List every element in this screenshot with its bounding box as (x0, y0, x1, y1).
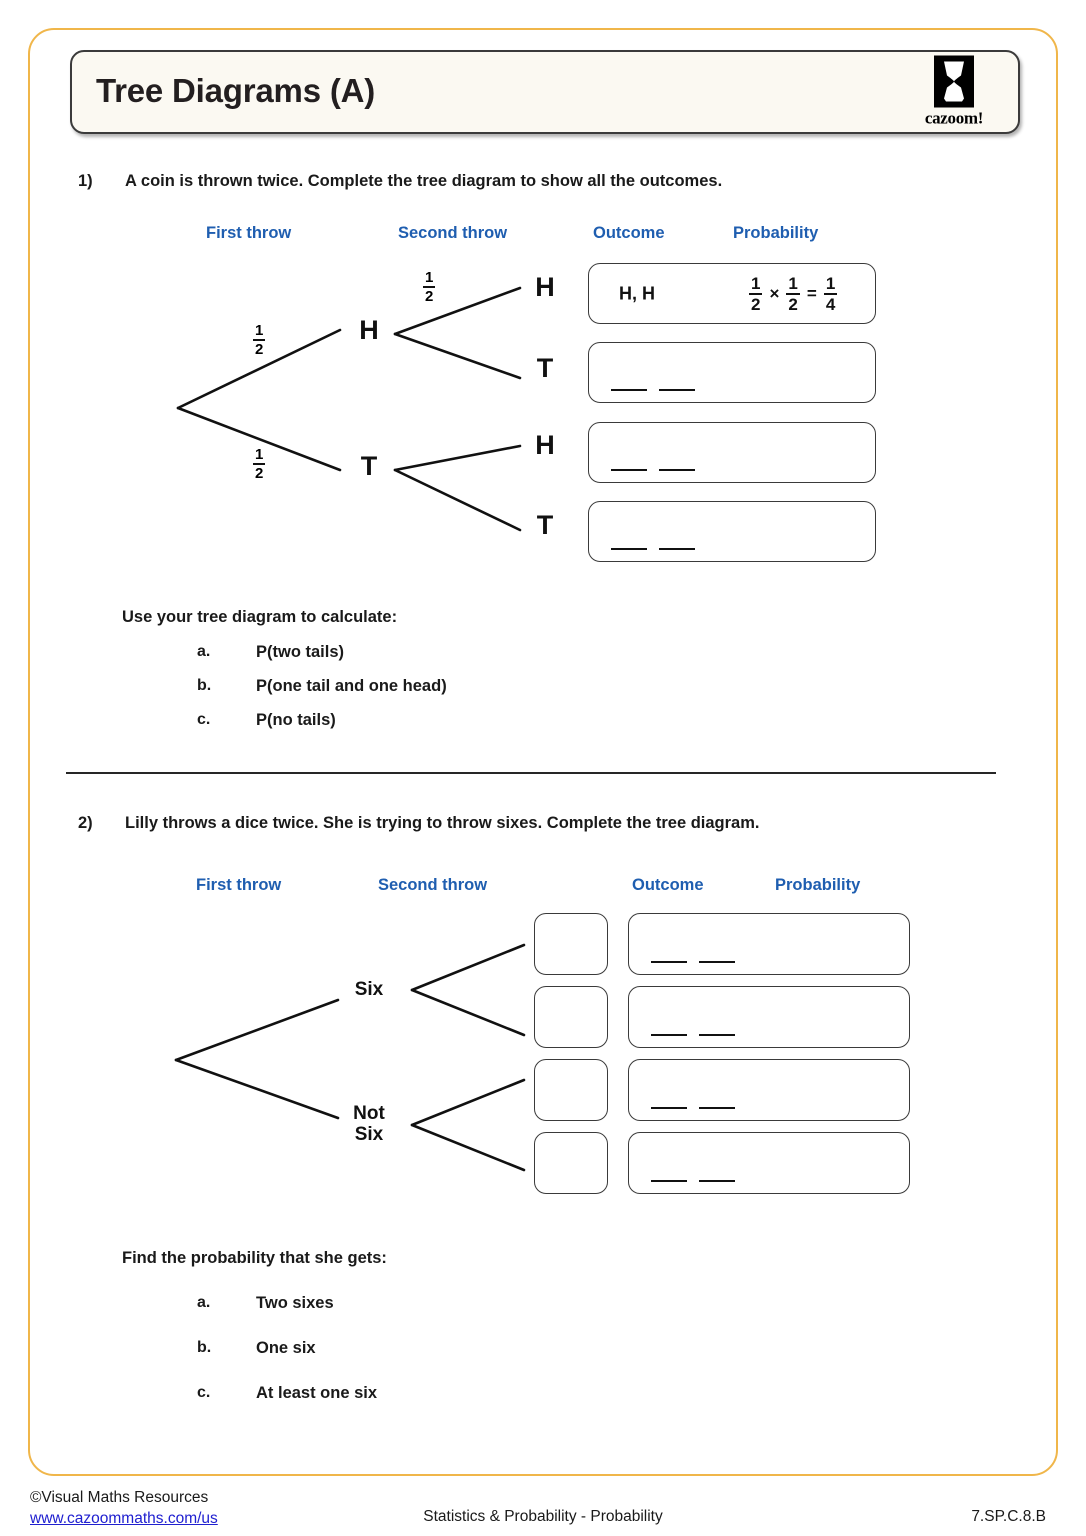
q2-outcome-box-3[interactable] (534, 1059, 608, 1121)
q1-node-leaf-hh: H (535, 272, 555, 302)
q2-sub-text-a: Two sixes (256, 1294, 334, 1312)
frac-numerator: 1 (255, 446, 264, 463)
q1-node-first-t: T (360, 451, 378, 481)
q2-sub-letter-a: a. (197, 1294, 211, 1311)
worksheet-header: Tree Diagrams (A) cazoom! (70, 50, 1020, 134)
frac-numerator: 1 (425, 269, 434, 286)
q1-branch-prob-first-t: 1 2 (253, 446, 266, 482)
q2-col-probability: Probability (775, 876, 861, 894)
frac-denominator: 2 (255, 341, 264, 358)
q1-sub-text-a: P(two tails) (256, 643, 345, 661)
q2-col-outcome: Outcome (632, 876, 704, 894)
q1-sub-heading: Use your tree diagram to calculate: (122, 608, 398, 626)
frac-numerator: 1 (255, 322, 264, 339)
footer-website-link[interactable]: www.cazoommaths.com/us (30, 1509, 218, 1527)
q2-sub-letter-b: b. (197, 1339, 212, 1356)
q1-branch-prob-first-h: 1 2 (253, 322, 266, 358)
q2-number: 2) (78, 814, 93, 832)
frac-denominator: 2 (425, 288, 434, 305)
logo-wordmark: cazoom! (924, 108, 984, 128)
q1-blank-fraction-rules-2 (611, 389, 695, 391)
footer-topic: Statistics & Probability - Probability (423, 1508, 663, 1525)
q2-blank-fraction-rules-2 (651, 1034, 735, 1036)
q2-outcome-box-4[interactable] (534, 1132, 608, 1194)
frac-bar (823, 292, 838, 295)
q1-sub-letter-b: b. (197, 677, 212, 694)
q1-number: 1) (78, 172, 93, 190)
q1-prompt: A coin is thrown twice. Complete the tre… (125, 172, 723, 190)
q1-answer-box-3[interactable] (588, 422, 876, 483)
frac-a: 1 2 (749, 273, 763, 314)
frac-denominator: 4 (825, 294, 836, 314)
cazoom-logo: cazoom! (912, 55, 996, 129)
q1-branch-prob-second-hh: 1 2 (423, 269, 436, 305)
q1-blank-fraction-rules-3 (611, 469, 695, 471)
q2-probability-box-1[interactable] (628, 913, 910, 975)
logo-vase-icon (934, 55, 974, 108)
q1-sub-text-b: P(one tail and one head) (256, 677, 447, 695)
q1-outcome-1: H, H (619, 283, 655, 303)
q1-col-first-throw: First throw (206, 224, 292, 242)
frac-bar (253, 339, 266, 341)
frac-result: 1 4 (823, 273, 838, 314)
vase-glyph (944, 61, 964, 102)
multiply-symbol: × (769, 283, 780, 303)
footer-standard-code: 7.SP.C.8.B (971, 1508, 1046, 1525)
q2-col-second-throw: Second throw (378, 876, 488, 894)
q2-sub-heading: Find the probability that she gets: (122, 1249, 387, 1267)
section-divider (66, 772, 996, 774)
frac-bar (786, 292, 800, 295)
frac-numerator: 1 (788, 273, 798, 293)
q2-blank-fraction-rules-1 (651, 961, 735, 963)
q2-probability-box-3[interactable] (628, 1059, 910, 1121)
footer-copyright-block: ©Visual Maths Resources www.cazoommaths.… (30, 1488, 218, 1530)
q1-node-leaf-tt: T (536, 510, 554, 540)
q2-col-first-throw: First throw (196, 876, 282, 894)
q2-outcome-box-1[interactable] (534, 913, 608, 975)
q1-col-outcome: Outcome (593, 224, 665, 242)
q2-prompt: Lilly throws a dice twice. She is trying… (125, 814, 760, 832)
frac-denominator: 2 (255, 465, 264, 482)
q2-outcome-box-2[interactable] (534, 986, 608, 1048)
q1-sub-letter-a: a. (197, 643, 211, 660)
equals-symbol: = (806, 283, 817, 303)
q1-sub-letter-c: c. (197, 711, 211, 728)
q2-blank-fraction-rules-4 (651, 1180, 735, 1182)
q2-sub-letter-c: c. (197, 1384, 211, 1401)
frac-bar (253, 463, 266, 465)
q1-sub-text-c: P(no tails) (256, 711, 336, 729)
q2-probability-box-2[interactable] (628, 986, 910, 1048)
page-border (28, 28, 1058, 1476)
q1-node-leaf-ht: T (536, 353, 554, 383)
page-footer: ©Visual Maths Resources www.cazoommaths.… (0, 1488, 1086, 1536)
page-title: Tree Diagrams (A) (96, 72, 376, 110)
frac-denominator: 2 (751, 294, 761, 314)
q2-sub-text-b: One six (256, 1339, 316, 1357)
frac-numerator: 1 (825, 273, 836, 293)
q1-node-leaf-th: H (535, 430, 555, 460)
q1-col-second-throw: Second throw (398, 224, 508, 242)
q2-blank-fraction-rules-3 (651, 1107, 735, 1109)
q2-node-first-six: Six (354, 979, 384, 1000)
q1-blank-fraction-rules-4 (611, 548, 695, 550)
q1-answer-box-4[interactable] (588, 501, 876, 562)
frac-bar (423, 286, 436, 288)
q2-node-first-not-six: Not Six (353, 1103, 385, 1145)
frac-numerator: 1 (751, 273, 761, 293)
frac-b: 1 2 (786, 273, 800, 314)
q1-node-first-h: H (359, 315, 379, 345)
q1-answer-box-1[interactable]: H, H 1 2 × 1 2 = 1 4 (588, 263, 876, 324)
q2-sub-text-c: At least one six (256, 1384, 378, 1402)
frac-bar (749, 292, 763, 295)
q1-answer-box-2[interactable] (588, 342, 876, 403)
q2-probability-box-4[interactable] (628, 1132, 910, 1194)
footer-copyright: ©Visual Maths Resources (30, 1489, 209, 1506)
q1-probability-expression-1: 1 2 × 1 2 = 1 4 (749, 273, 838, 314)
q1-col-probability: Probability (733, 224, 819, 242)
frac-denominator: 2 (788, 294, 798, 314)
